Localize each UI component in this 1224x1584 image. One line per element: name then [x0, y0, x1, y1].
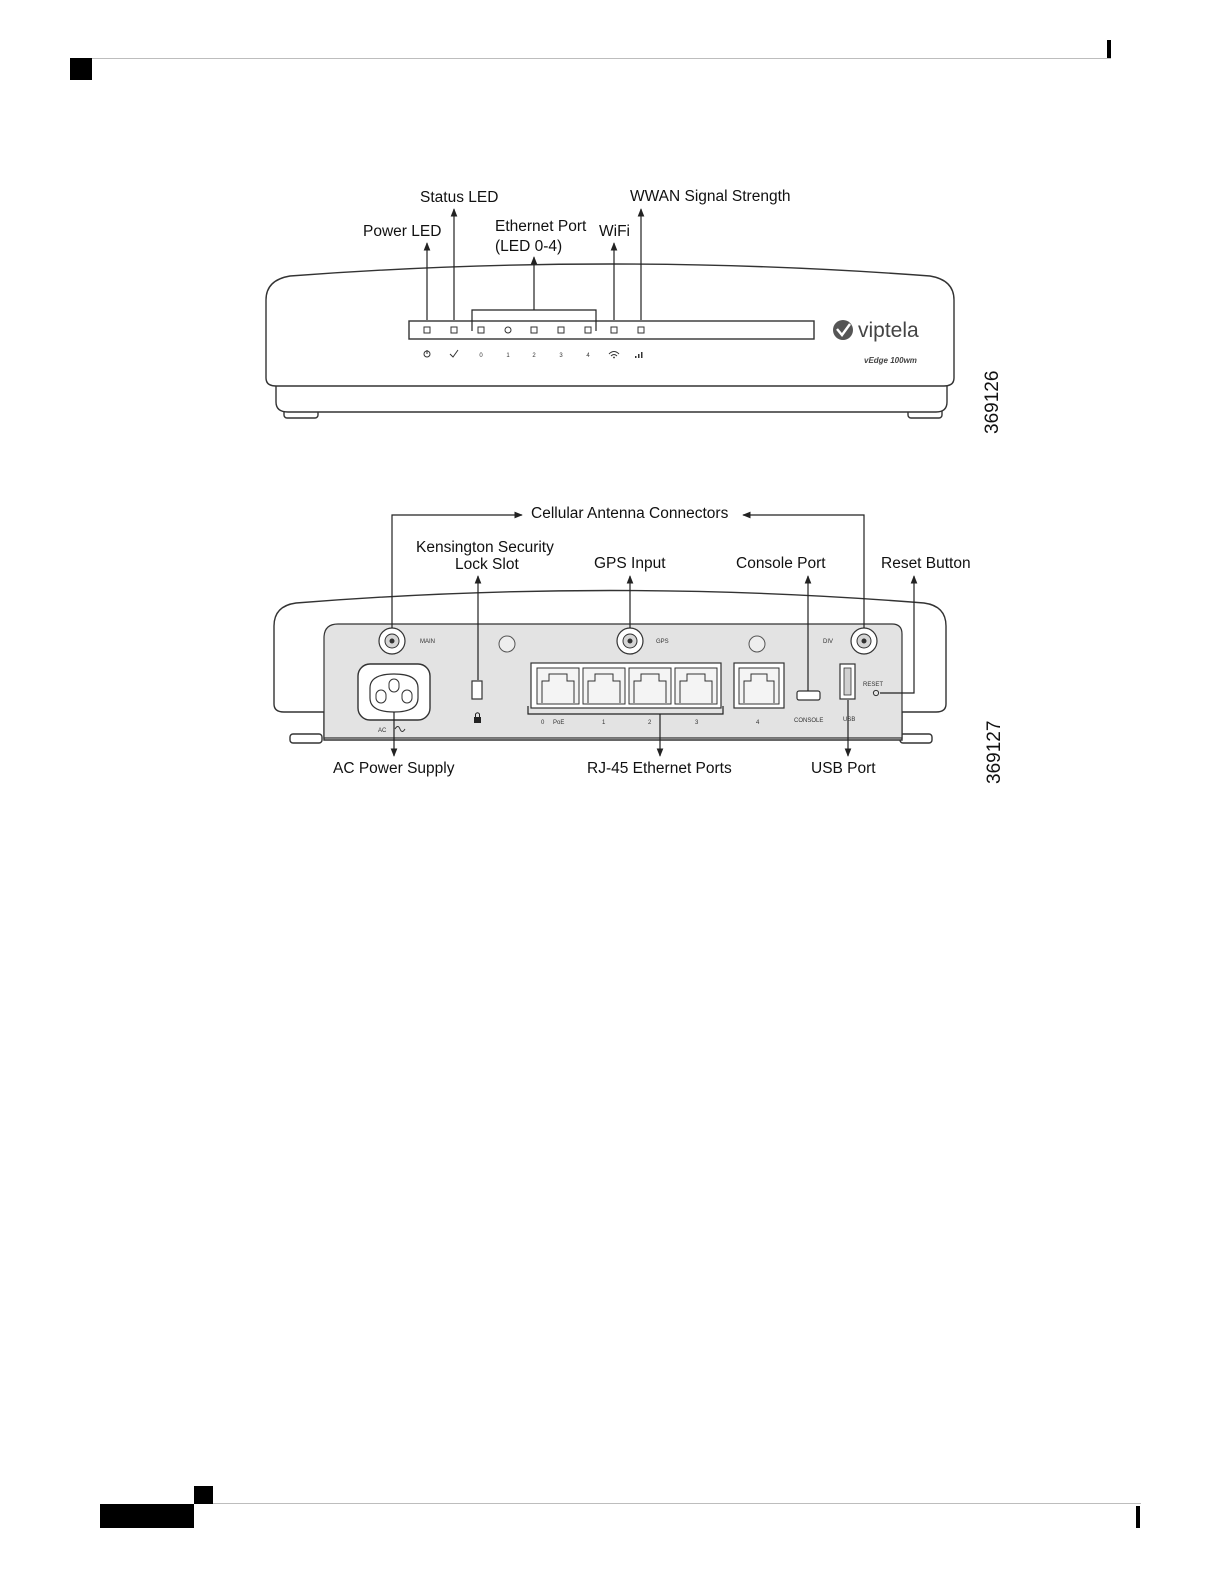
gps-connector	[616, 627, 644, 655]
rj45-port-2	[628, 667, 672, 705]
led-number-4: 4	[586, 353, 590, 359]
footer-bar	[100, 1504, 194, 1528]
ac-mark: AC	[378, 728, 387, 734]
poe-mark: PoE	[553, 720, 564, 726]
ac-power-label: AC Power Supply	[333, 760, 455, 777]
rear-figure-number: 369127	[984, 721, 1005, 784]
ethernet-led-4	[584, 326, 592, 334]
gps-input-label: GPS Input	[594, 555, 666, 572]
port-0-mark: 0	[541, 720, 545, 726]
antenna-main-callout	[391, 511, 523, 628]
rj45-port-0	[536, 667, 580, 705]
kensington-label: Kensington Security	[416, 539, 554, 556]
rj45-bracket	[527, 706, 724, 715]
ac-power-inlet	[357, 663, 431, 721]
ethernet-led-3	[557, 326, 565, 334]
screw-hole-right	[748, 635, 766, 653]
front-base	[275, 383, 948, 413]
wwan-led	[637, 326, 645, 334]
console-port	[796, 690, 821, 701]
ethernet-led-range-label: (LED 0-4)	[495, 238, 562, 255]
led-number-3: 3	[559, 353, 563, 359]
port-3-mark: 3	[695, 720, 699, 726]
wifi-label: WiFi	[599, 223, 630, 240]
front-figure-number: 369126	[982, 371, 1003, 434]
div-antenna-connector	[850, 627, 878, 655]
port-4-mark: 4	[756, 720, 760, 726]
rear-foot-right	[899, 733, 933, 744]
power-led-label: Power LED	[363, 223, 441, 240]
wifi-led	[610, 326, 618, 334]
power-led	[423, 326, 431, 334]
antenna-div-callout	[742, 511, 865, 628]
led-number-2: 2	[532, 353, 536, 359]
check-icon	[449, 349, 459, 358]
led-number-0: 0	[479, 353, 483, 359]
usb-port-tongue	[843, 667, 852, 696]
rj45-port-3	[674, 667, 718, 705]
gps-mark: GPS	[656, 639, 669, 645]
reset-button	[872, 689, 880, 697]
main-mark: MAIN	[420, 639, 435, 645]
console-mark: CONSOLE	[794, 718, 823, 724]
kensington-slot	[471, 680, 483, 700]
port-1-mark: 1	[602, 720, 606, 726]
console-port-label: Console Port	[736, 555, 826, 572]
wwan-signal-label: WWAN Signal Strength	[630, 188, 791, 205]
ethernet-led-2	[530, 326, 538, 334]
front-view: 0 1 2 3 4 viptela vEdge 100wm Status LED…	[265, 188, 1003, 434]
lock-icon	[474, 712, 481, 723]
reset-mark: RESET	[863, 682, 883, 688]
rear-view: MAIN GPS DIV AC	[273, 505, 1005, 784]
signal-bars-icon	[635, 352, 643, 358]
status-led	[450, 326, 458, 334]
footer-rule	[194, 1503, 1141, 1504]
div-mark: DIV	[823, 639, 833, 645]
usb-port-label: USB Port	[811, 760, 876, 777]
status-led-label: Status LED	[420, 189, 498, 206]
wifi-icon	[608, 351, 620, 357]
ethernet-led-0	[477, 326, 485, 334]
ac-wave-icon	[394, 726, 406, 732]
usb-mark: USB	[843, 717, 855, 723]
port-2-mark: 2	[648, 720, 652, 726]
rear-foot-left	[289, 733, 323, 744]
footer-marker	[194, 1486, 213, 1504]
rj45-port-1	[582, 667, 626, 705]
ethernet-led-1	[504, 326, 512, 334]
screw-hole-left	[498, 635, 516, 653]
reset-button-label: Reset Button	[881, 555, 971, 572]
rj45-ports-label: RJ-45 Ethernet Ports	[587, 760, 732, 777]
header-tick	[1107, 40, 1111, 58]
brand-name: viptela	[858, 319, 919, 342]
ethernet-port-label: Ethernet Port	[495, 218, 587, 235]
led-number-1: 1	[506, 353, 510, 359]
reset-arrow	[880, 575, 918, 694]
header-marker	[70, 58, 92, 80]
rj45-port-4	[738, 667, 780, 705]
lock-slot-label: Lock Slot	[455, 556, 519, 573]
main-antenna-connector	[378, 627, 406, 655]
model-name: vEdge 100wm	[864, 356, 917, 365]
header-rule	[92, 58, 1111, 59]
wifi-icon-dot	[613, 356, 615, 359]
viptela-logo-icon	[833, 320, 853, 340]
cellular-antenna-label: Cellular Antenna Connectors	[531, 505, 729, 522]
footer-tick	[1136, 1506, 1140, 1528]
